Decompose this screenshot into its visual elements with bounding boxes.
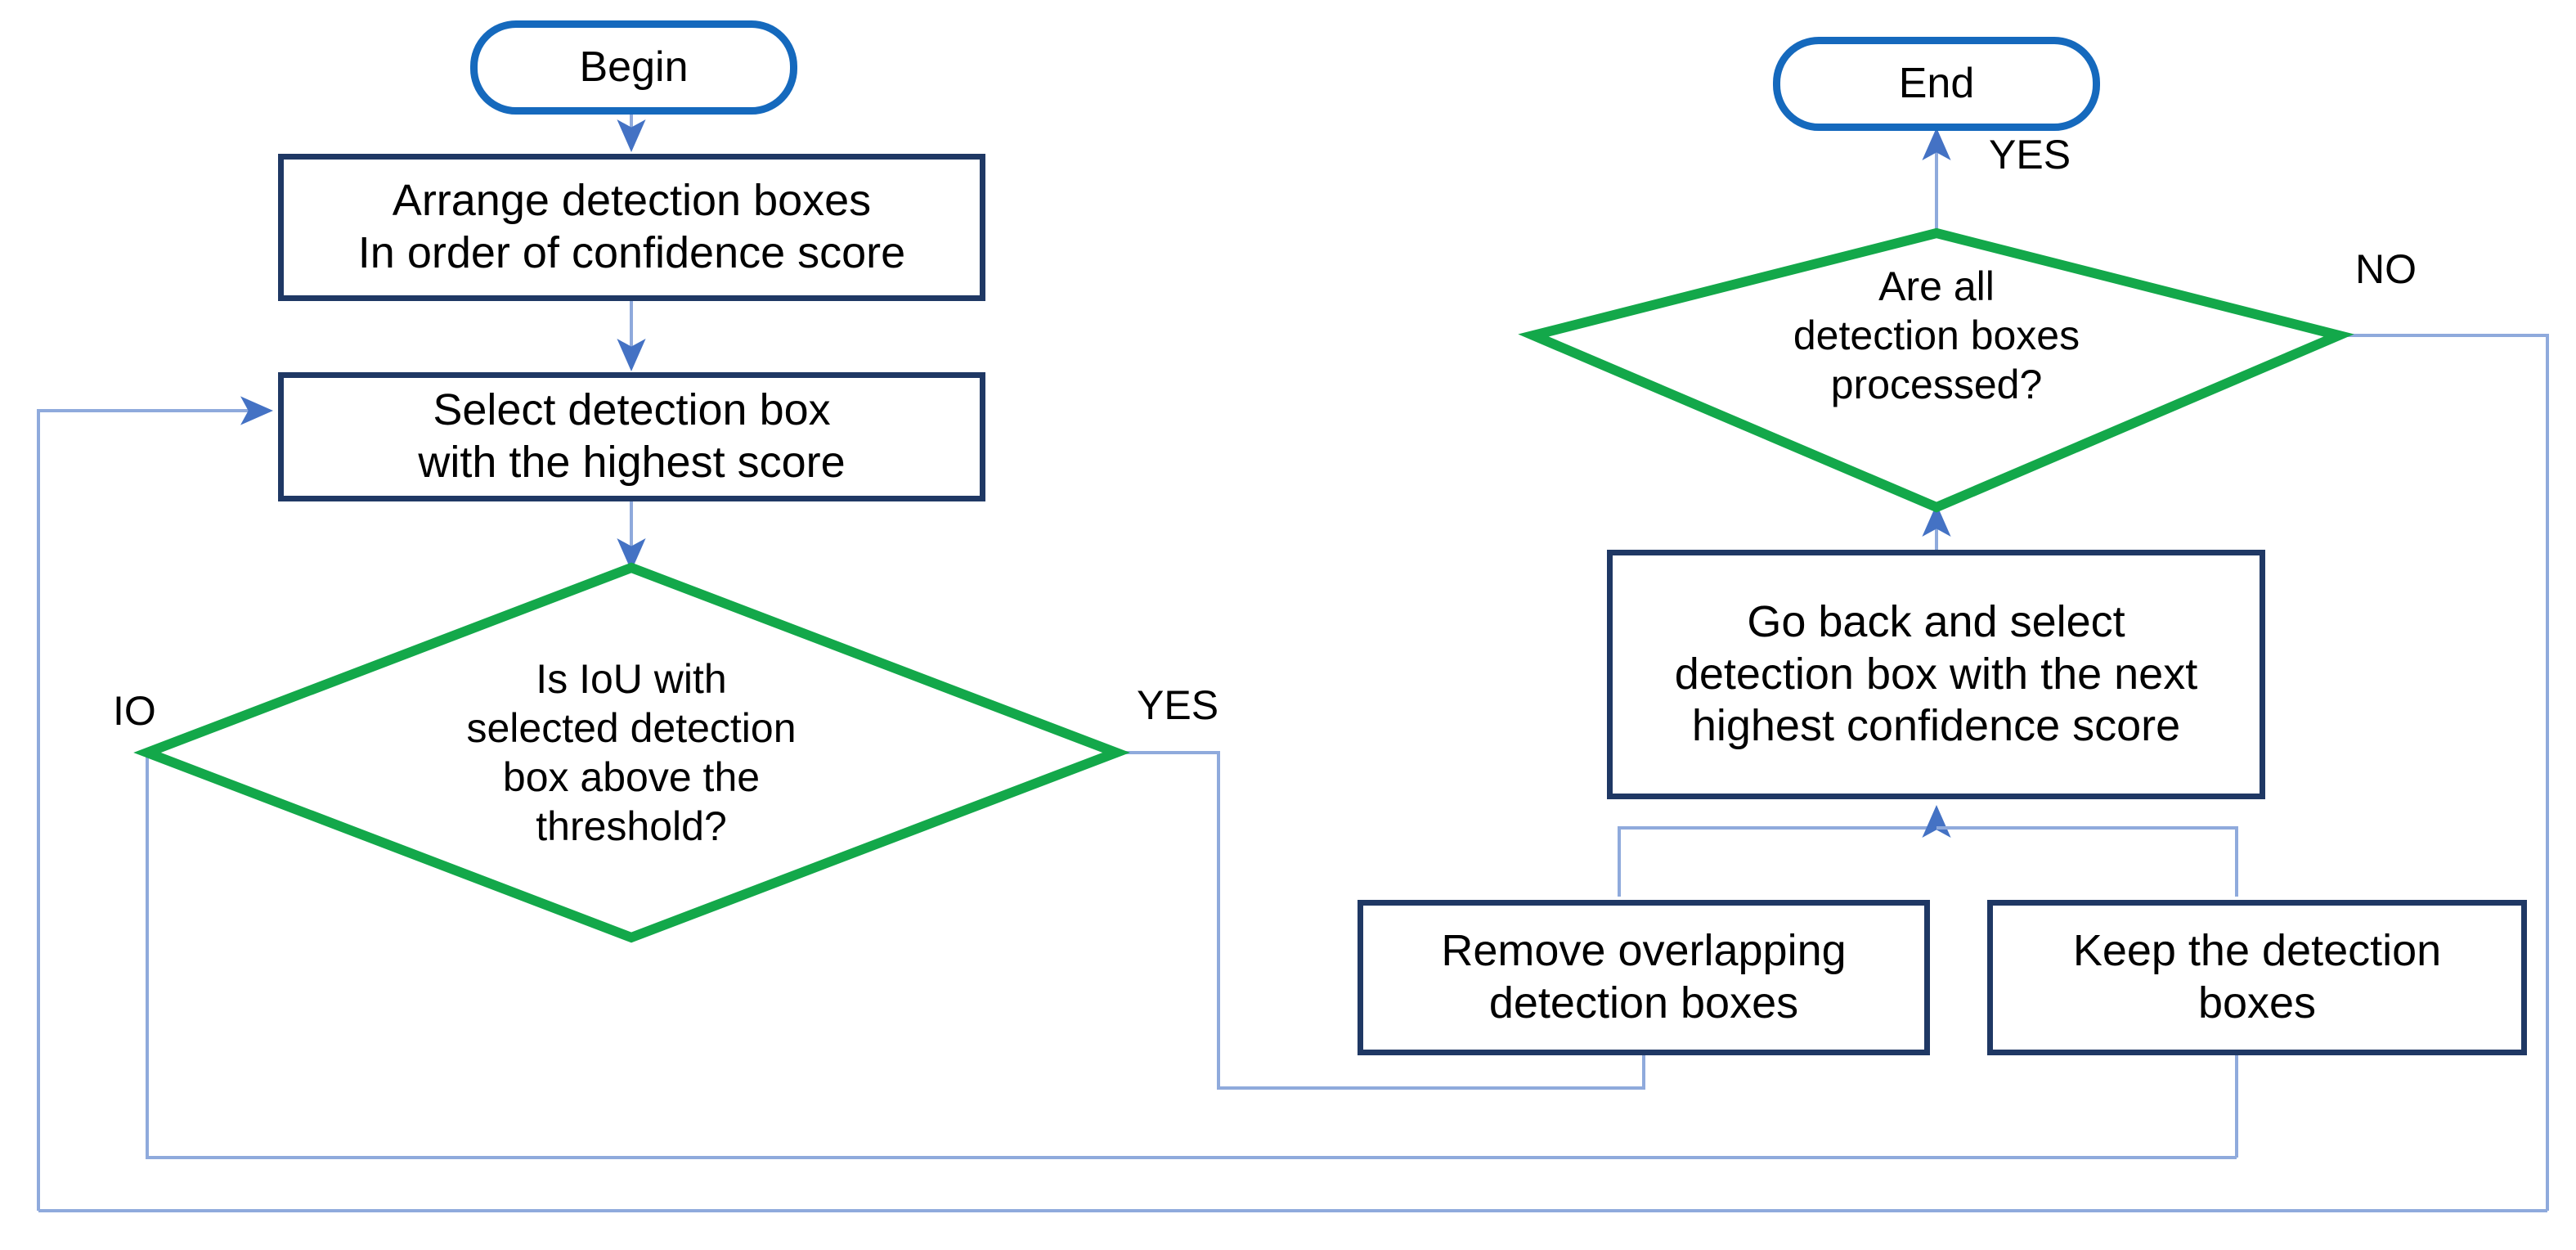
node-begin[interactable]: Begin xyxy=(470,20,797,115)
connector-iou-no-loop xyxy=(146,753,2237,1159)
edge-label-iou-yes: YES xyxy=(1137,682,1219,728)
node-keep-label: Keep the detection boxes xyxy=(2072,926,2442,1027)
node-end-label: End xyxy=(1898,59,1975,107)
node-end[interactable]: End xyxy=(1773,37,2100,131)
node-remove-label: Remove overlapping detection boxes xyxy=(1441,926,1847,1027)
node-arrange-detection-boxes[interactable]: Arrange detection boxes In order of conf… xyxy=(278,154,985,301)
edge-label-processed-no: NO xyxy=(2355,246,2417,292)
node-select-label: Select detection box with the highest sc… xyxy=(418,385,846,487)
connector-processed-no xyxy=(2339,334,2549,1211)
node-all-processed-decision-label: Are all detection boxes processed? xyxy=(1793,263,2080,407)
node-arrange-label: Arrange detection boxes In order of conf… xyxy=(357,176,906,277)
node-go-back-label: Go back and select detection box with th… xyxy=(1674,596,2198,751)
edge-label-processed-yes: YES xyxy=(1989,132,2071,178)
decision-iou-shape xyxy=(133,562,1130,943)
connector-loop-into-select xyxy=(37,396,273,1211)
node-begin-label: Begin xyxy=(579,43,689,91)
node-remove-overlapping-boxes[interactable]: Remove overlapping detection boxes xyxy=(1358,900,1930,1055)
connector-remove-to-goback xyxy=(1618,805,1951,897)
node-keep-detection-boxes[interactable]: Keep the detection boxes xyxy=(1987,900,2527,1055)
connector-keep-to-goback xyxy=(1936,826,2238,897)
node-go-back-select-next[interactable]: Go back and select detection box with th… xyxy=(1607,550,2265,799)
decision-processed-shape xyxy=(1518,227,2354,513)
node-iou-decision-label: Is IoU with selected detection box above… xyxy=(466,656,797,849)
edge-label-iou-no: IO xyxy=(113,688,156,734)
node-select-highest-score[interactable]: Select detection box with the highest sc… xyxy=(278,372,985,501)
